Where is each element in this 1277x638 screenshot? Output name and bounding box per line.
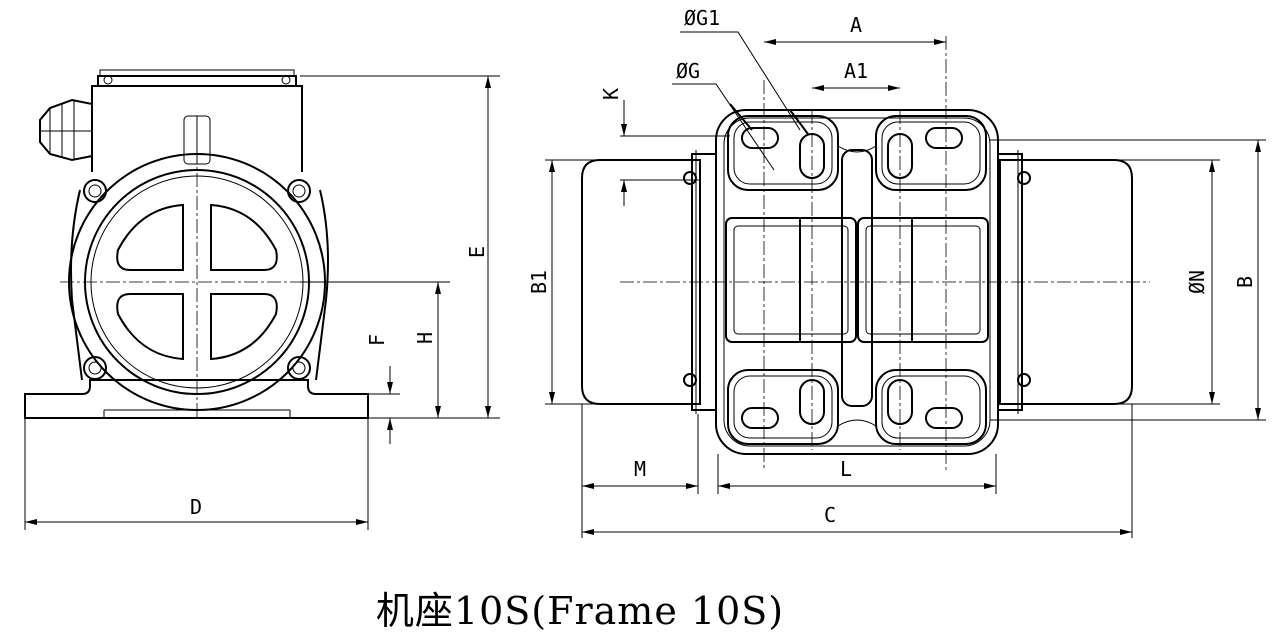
label-n: ØN	[1185, 270, 1209, 294]
label-b1: B1	[527, 270, 551, 294]
label-d: D	[190, 495, 202, 519]
label-m: M	[634, 457, 646, 481]
dimension-labels: D E F H K ØG ØG1 A A1 B1 ØN B M L C	[190, 6, 1257, 527]
label-f: F	[365, 334, 389, 346]
label-c: C	[824, 503, 836, 527]
label-h: H	[413, 332, 437, 344]
cable-gland-icon	[39, 98, 93, 162]
drawing-caption: 机座10S(Frame 10S)	[375, 589, 785, 633]
front-view	[24, 69, 369, 420]
label-k: K	[599, 88, 623, 100]
side-dimensions	[545, 31, 1266, 538]
label-a: A	[850, 13, 862, 37]
label-g1: ØG1	[684, 6, 720, 30]
label-e: E	[465, 246, 489, 258]
label-b: B	[1233, 276, 1257, 288]
side-view	[581, 36, 1150, 470]
label-l: L	[840, 457, 852, 481]
front-dimensions	[24, 75, 500, 530]
label-g: ØG	[676, 59, 700, 83]
label-a1: A1	[844, 59, 868, 83]
